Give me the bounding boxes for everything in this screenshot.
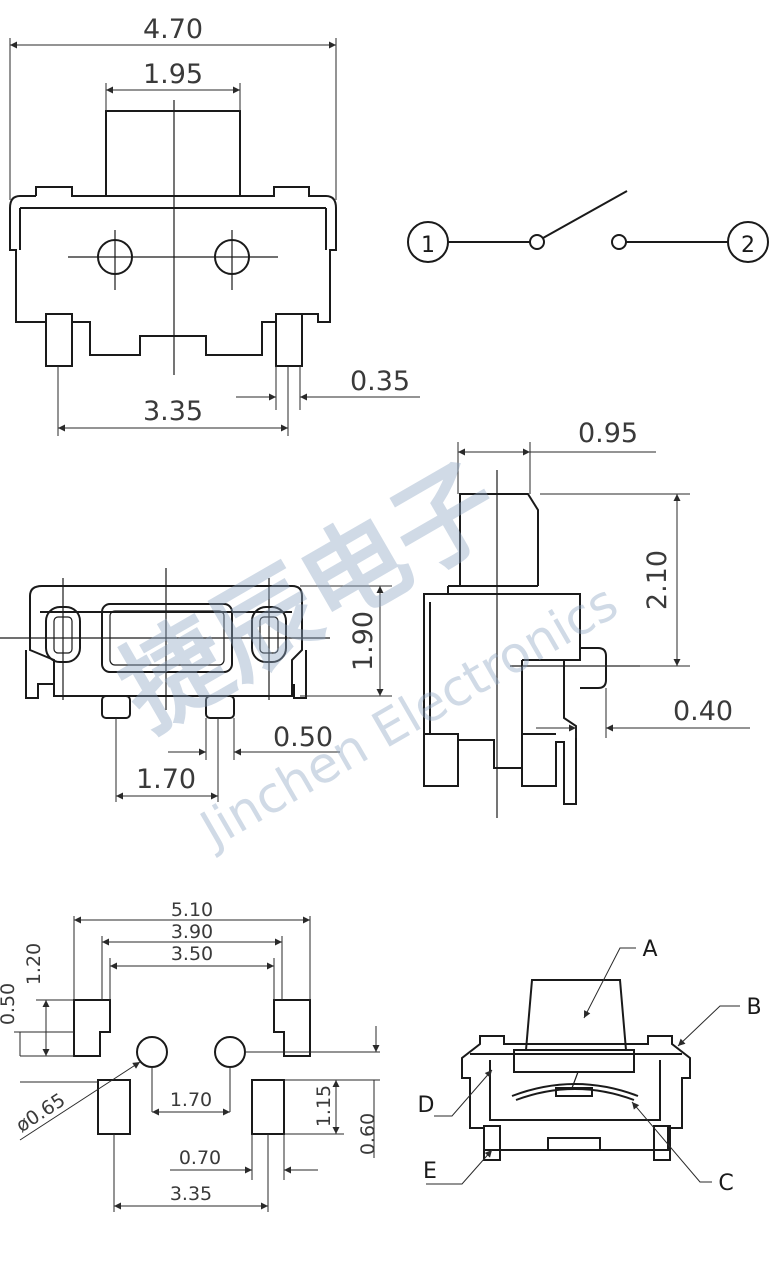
dim-pad-height-right: 1.15	[313, 1085, 335, 1127]
pad-lower-left	[97, 1079, 131, 1135]
dim-hole-pitch: 1.70	[170, 1089, 212, 1111]
side-nub	[580, 647, 607, 689]
pad-upper-right	[273, 999, 311, 1057]
dim-terminal-width: 0.35	[350, 366, 410, 397]
side-body	[423, 586, 581, 805]
hole-right	[214, 1036, 246, 1068]
contact-left	[529, 234, 545, 250]
pin-2-circle	[727, 221, 769, 263]
dim-pad-pitch: 3.35	[170, 1183, 212, 1205]
terminal-right	[275, 313, 303, 367]
actuator-section	[524, 979, 628, 1051]
dim-pitch: 3.35	[143, 396, 203, 427]
side-actuator	[459, 493, 539, 586]
terminal-left	[45, 313, 73, 367]
hole-left	[136, 1036, 168, 1068]
housing	[461, 1035, 691, 1151]
side-view: 0.95 2.10 0.40	[423, 418, 750, 818]
dim-outer-width: 5.10	[171, 899, 213, 921]
label-b: B	[746, 995, 761, 1020]
peg-left	[101, 695, 131, 719]
dim-actuator-width: 1.95	[143, 59, 203, 90]
dome-spring	[511, 1083, 639, 1097]
peg-right	[205, 695, 235, 719]
dim-front-height: 1.90	[348, 611, 379, 671]
label-c: C	[718, 1171, 733, 1196]
pcb-layout: 5.10 3.90 3.50 1.20 0.50 ø0.65 1.70	[0, 899, 380, 1212]
switch-lever	[542, 190, 628, 239]
dim-peg-pitch: 1.70	[136, 764, 196, 795]
pad-upper-left	[73, 999, 111, 1057]
actuator-outline	[105, 110, 241, 197]
pad-lower-right	[251, 1079, 285, 1135]
cross-section: A B C D E	[418, 937, 762, 1196]
contact-right	[611, 234, 627, 250]
dim-pad-size: 0.70	[179, 1147, 221, 1169]
switch-schematic: 1 2	[407, 190, 769, 263]
dim-pad-height-left: 1.20	[23, 943, 45, 985]
dim-pad-depth: 0.50	[0, 983, 19, 1025]
label-e: E	[423, 1159, 437, 1184]
dim-mid-width: 3.90	[171, 921, 213, 943]
terminal-e	[483, 1125, 501, 1161]
dim-actuator-height: 2.10	[642, 550, 673, 610]
dim-pad-width: 0.60	[357, 1113, 379, 1155]
pin-2-label: 2	[741, 233, 755, 258]
dim-peg-width: 0.50	[273, 722, 333, 753]
dim-hole-diameter: ø0.65	[12, 1089, 69, 1137]
dim-inner-width: 3.50	[171, 943, 213, 965]
label-a: A	[642, 937, 657, 962]
switch-body	[9, 186, 337, 323]
pin-1-label: 1	[421, 233, 435, 258]
dim-actuator-depth: 0.95	[578, 418, 638, 449]
dim-overall-width: 4.70	[143, 14, 203, 45]
top-view: 4.70 1.95 3.35 0.35	[9, 14, 420, 436]
label-d: D	[418, 1093, 435, 1118]
front-body	[29, 585, 303, 697]
actuator-flange	[513, 1049, 635, 1073]
front-view: 1.90 0.50 1.70	[0, 568, 392, 802]
dim-offset: 0.40	[673, 696, 733, 727]
